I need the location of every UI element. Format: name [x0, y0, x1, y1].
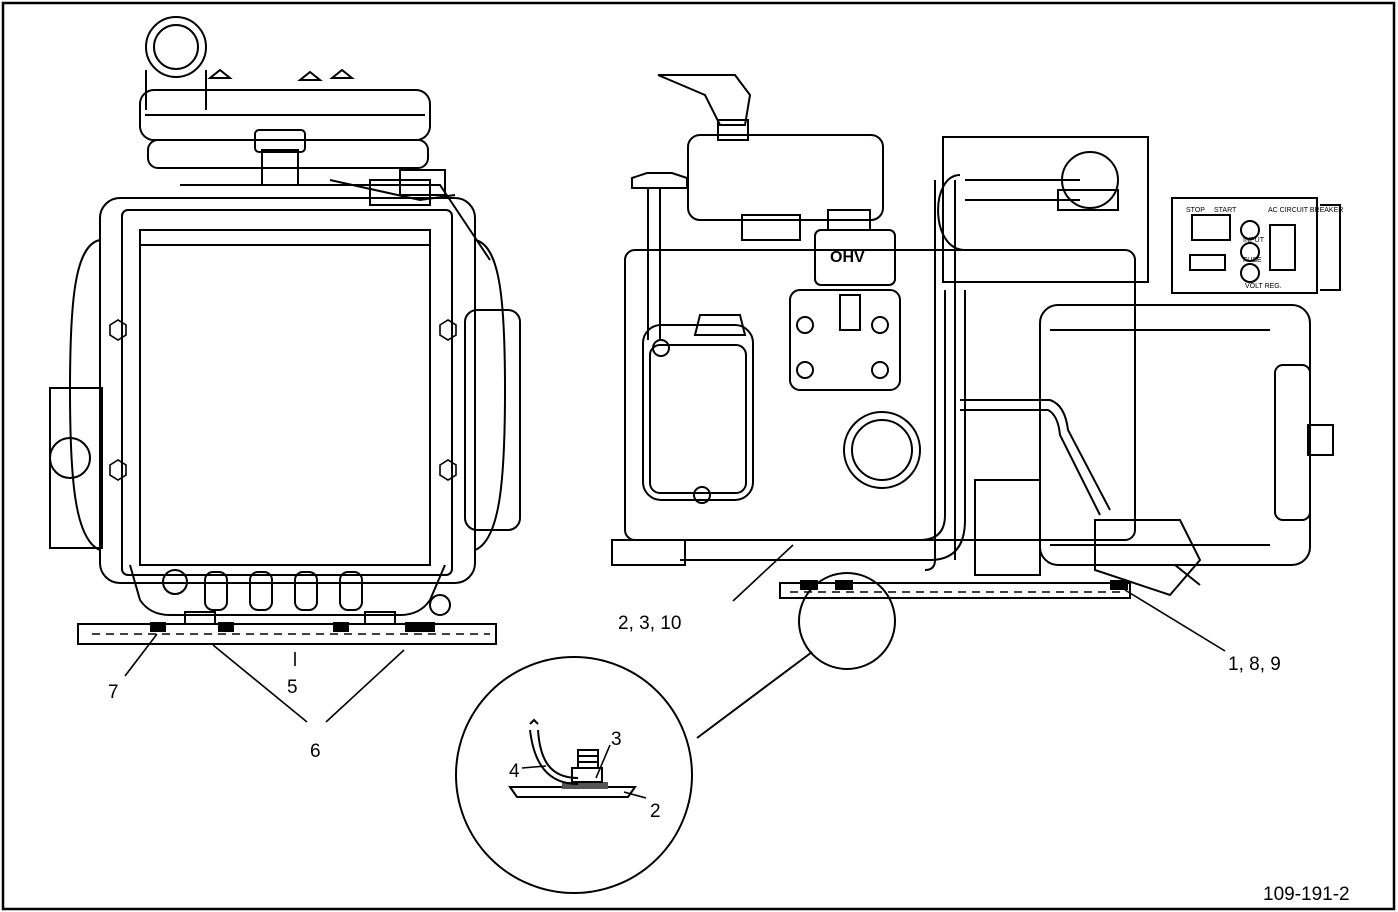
figure-number: 109-191-2	[1263, 884, 1350, 905]
detail-locator-circle	[798, 572, 896, 670]
panel-fuse-label: FUSE	[1243, 257, 1262, 264]
ground-strap-detail	[508, 718, 637, 798]
panel-voltreg-label: VOLT REG.	[1245, 283, 1282, 290]
callout-4: 4	[509, 761, 520, 782]
callout-1-8-9: 1, 8, 9	[1228, 654, 1281, 675]
side-view-generator: OHV STOP	[611, 74, 1343, 599]
panel-start-label: START	[1214, 207, 1237, 214]
callout-2-3-10: 2, 3, 10	[618, 613, 681, 634]
detail-callout-circle	[455, 656, 693, 894]
callout-2: 2	[650, 801, 661, 822]
panel-stop-label: STOP	[1186, 207, 1205, 214]
callout-leaders	[124, 544, 1226, 799]
panel-breaker-label: AC CIRCUIT BREAKER	[1268, 207, 1343, 214]
callout-7: 7	[108, 682, 119, 703]
callout-3: 3	[611, 729, 622, 750]
callout-6: 6	[310, 741, 321, 762]
end-view-generator	[49, 16, 521, 645]
callout-5: 5	[287, 677, 298, 698]
detail-leader-line	[696, 651, 813, 739]
panel-input-label: INPUT	[1243, 237, 1265, 244]
ohv-badge: OHV	[830, 249, 865, 266]
